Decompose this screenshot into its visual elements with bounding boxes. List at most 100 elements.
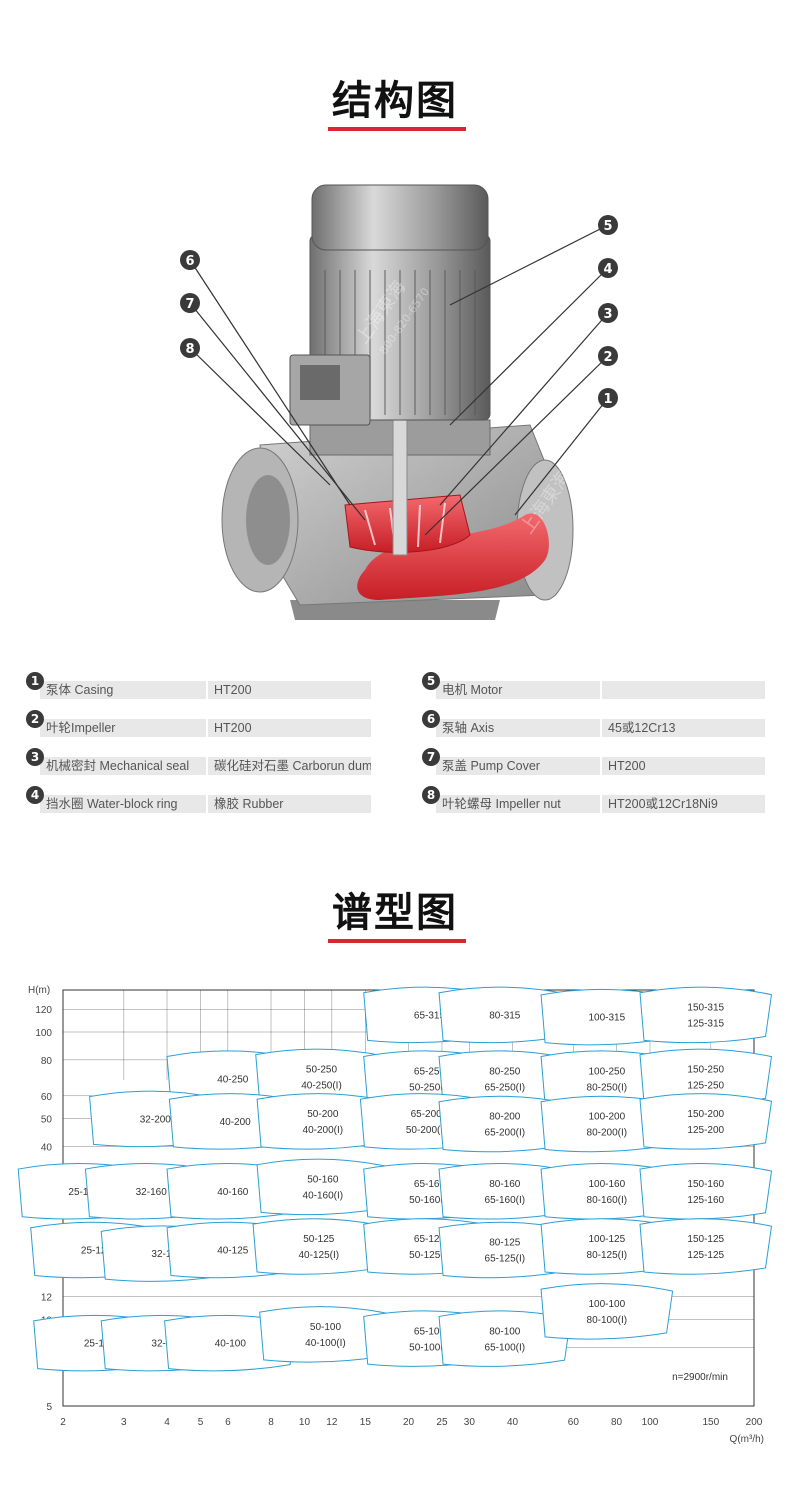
region-label: 125-250 — [687, 1081, 724, 1092]
part-number-badge: 7 — [422, 748, 440, 766]
performance-range-chart: 5810121520253040506080100120H(m)23456810… — [17, 985, 773, 1445]
region-label: 150-160 — [687, 1179, 724, 1190]
region-label: 50-125(I) — [409, 1250, 450, 1261]
region-label: 65-125(I) — [485, 1254, 526, 1265]
region-label: 100-315 — [588, 1013, 625, 1024]
region-label: 40-200 — [220, 1117, 252, 1128]
region-label: 80-160(I) — [587, 1195, 628, 1206]
region-label: 65-100 — [414, 1326, 446, 1337]
part-material: HT200或12Cr18Ni9 — [600, 795, 765, 813]
region-label: 100-160 — [588, 1179, 625, 1190]
part-number-badge: 8 — [422, 786, 440, 804]
region-label: 150-200 — [687, 1109, 724, 1120]
part-number-badge: 1 — [26, 672, 44, 690]
region-label: 50-200 — [307, 1109, 339, 1120]
part-number-badge: 5 — [422, 672, 440, 690]
x-tick-label: 150 — [702, 1417, 719, 1428]
part-name: 泵体 Casing — [40, 681, 230, 699]
callout-7 — [180, 293, 200, 313]
x-tick-label: 12 — [326, 1417, 338, 1428]
y-tick-label: 12 — [41, 1293, 53, 1304]
part-material: HT200 — [206, 681, 371, 699]
structure-title-underline — [328, 127, 466, 131]
x-axis-title: Q(m³/h) — [730, 1434, 764, 1445]
svg-text:7: 7 — [185, 297, 194, 312]
region-label: 32-125 — [151, 1249, 183, 1260]
part-material — [600, 681, 765, 699]
x-tick-label: 6 — [225, 1417, 231, 1428]
region-label: 40-160 — [217, 1187, 249, 1198]
region-label: 50-100(I) — [409, 1342, 450, 1353]
part-name: 泵盖 Pump Cover — [436, 757, 626, 775]
x-tick-label: 5 — [198, 1417, 204, 1428]
part-number-badge: 2 — [26, 710, 44, 728]
callout-2 — [598, 346, 618, 366]
x-tick-label: 200 — [746, 1417, 763, 1428]
region-label: 150-315 — [687, 1003, 724, 1014]
region-label: 80-200(I) — [587, 1128, 628, 1139]
region-label: 40-125 — [217, 1246, 249, 1257]
region-label: 150-125 — [687, 1234, 724, 1245]
region-label: 50-100 — [310, 1322, 342, 1333]
part-material: HT200 — [600, 757, 765, 775]
region-label: 65-125 — [414, 1234, 446, 1245]
region-label: 40-250(I) — [301, 1081, 342, 1092]
region-label: 50-125 — [303, 1234, 335, 1245]
y-tick-label: 60 — [41, 1092, 53, 1103]
svg-text:1: 1 — [603, 392, 612, 407]
region-label: 65-200 — [411, 1109, 443, 1120]
part-material: 碳化硅对石墨 Carborun dum — [206, 757, 371, 775]
pump-shaft — [392, 414, 408, 556]
region-label: 100-200 — [588, 1112, 625, 1123]
svg-text:8: 8 — [185, 342, 194, 357]
region-label: 50-200(I) — [406, 1125, 447, 1136]
region-label: 80-125(I) — [587, 1250, 628, 1261]
region-label: 100-100 — [588, 1299, 625, 1310]
region-patch — [639, 1093, 773, 1150]
x-tick-label: 2 — [60, 1417, 66, 1428]
part-name: 机械密封 Mechanical seal — [40, 757, 230, 775]
x-tick-label: 4 — [164, 1417, 170, 1428]
y-tick-label: 50 — [41, 1115, 53, 1126]
pump-base — [290, 600, 500, 620]
svg-text:6: 6 — [185, 254, 194, 269]
part-material: 橡胶 Rubber — [206, 795, 371, 813]
region-label: 80-200 — [489, 1112, 521, 1123]
svg-text:4: 4 — [603, 262, 612, 277]
svg-text:3: 3 — [603, 307, 612, 322]
part-number-badge: 4 — [26, 786, 44, 804]
region-label: 125-315 — [687, 1019, 724, 1030]
region-label: 65-160 — [414, 1179, 446, 1190]
region-label: 40-100 — [215, 1339, 247, 1350]
x-tick-label: 80 — [611, 1417, 623, 1428]
region-label: 80-315 — [489, 1011, 521, 1022]
region-label: 65-315 — [414, 1011, 446, 1022]
part-name: 泵轴 Axis — [436, 719, 626, 737]
part-number-badge: 6 — [422, 710, 440, 728]
x-tick-label: 10 — [299, 1417, 311, 1428]
region-label: 65-160(I) — [485, 1195, 526, 1206]
region-label: 80-250(I) — [587, 1082, 628, 1093]
structure-title: 结构图 — [332, 78, 458, 124]
y-tick-label: 100 — [35, 1028, 52, 1039]
x-tick-label: 60 — [568, 1417, 580, 1428]
region-label: 65-250(I) — [485, 1082, 526, 1093]
x-tick-label: 20 — [403, 1417, 415, 1428]
region-label: 65-250 — [414, 1066, 446, 1077]
region-label: 80-160 — [489, 1179, 521, 1190]
callout-3 — [598, 303, 618, 323]
region-label: 40-160(I) — [303, 1191, 344, 1202]
region-label: 25-125 — [81, 1246, 113, 1257]
region-label: 100-125 — [588, 1234, 625, 1245]
region-label: 32-200 — [140, 1115, 172, 1126]
region-label: 125-160 — [687, 1195, 724, 1206]
region-label: 80-100 — [489, 1326, 521, 1337]
region-patch — [438, 1310, 572, 1367]
region-label: 65-100(I) — [485, 1342, 526, 1353]
callout-4 — [598, 258, 618, 278]
